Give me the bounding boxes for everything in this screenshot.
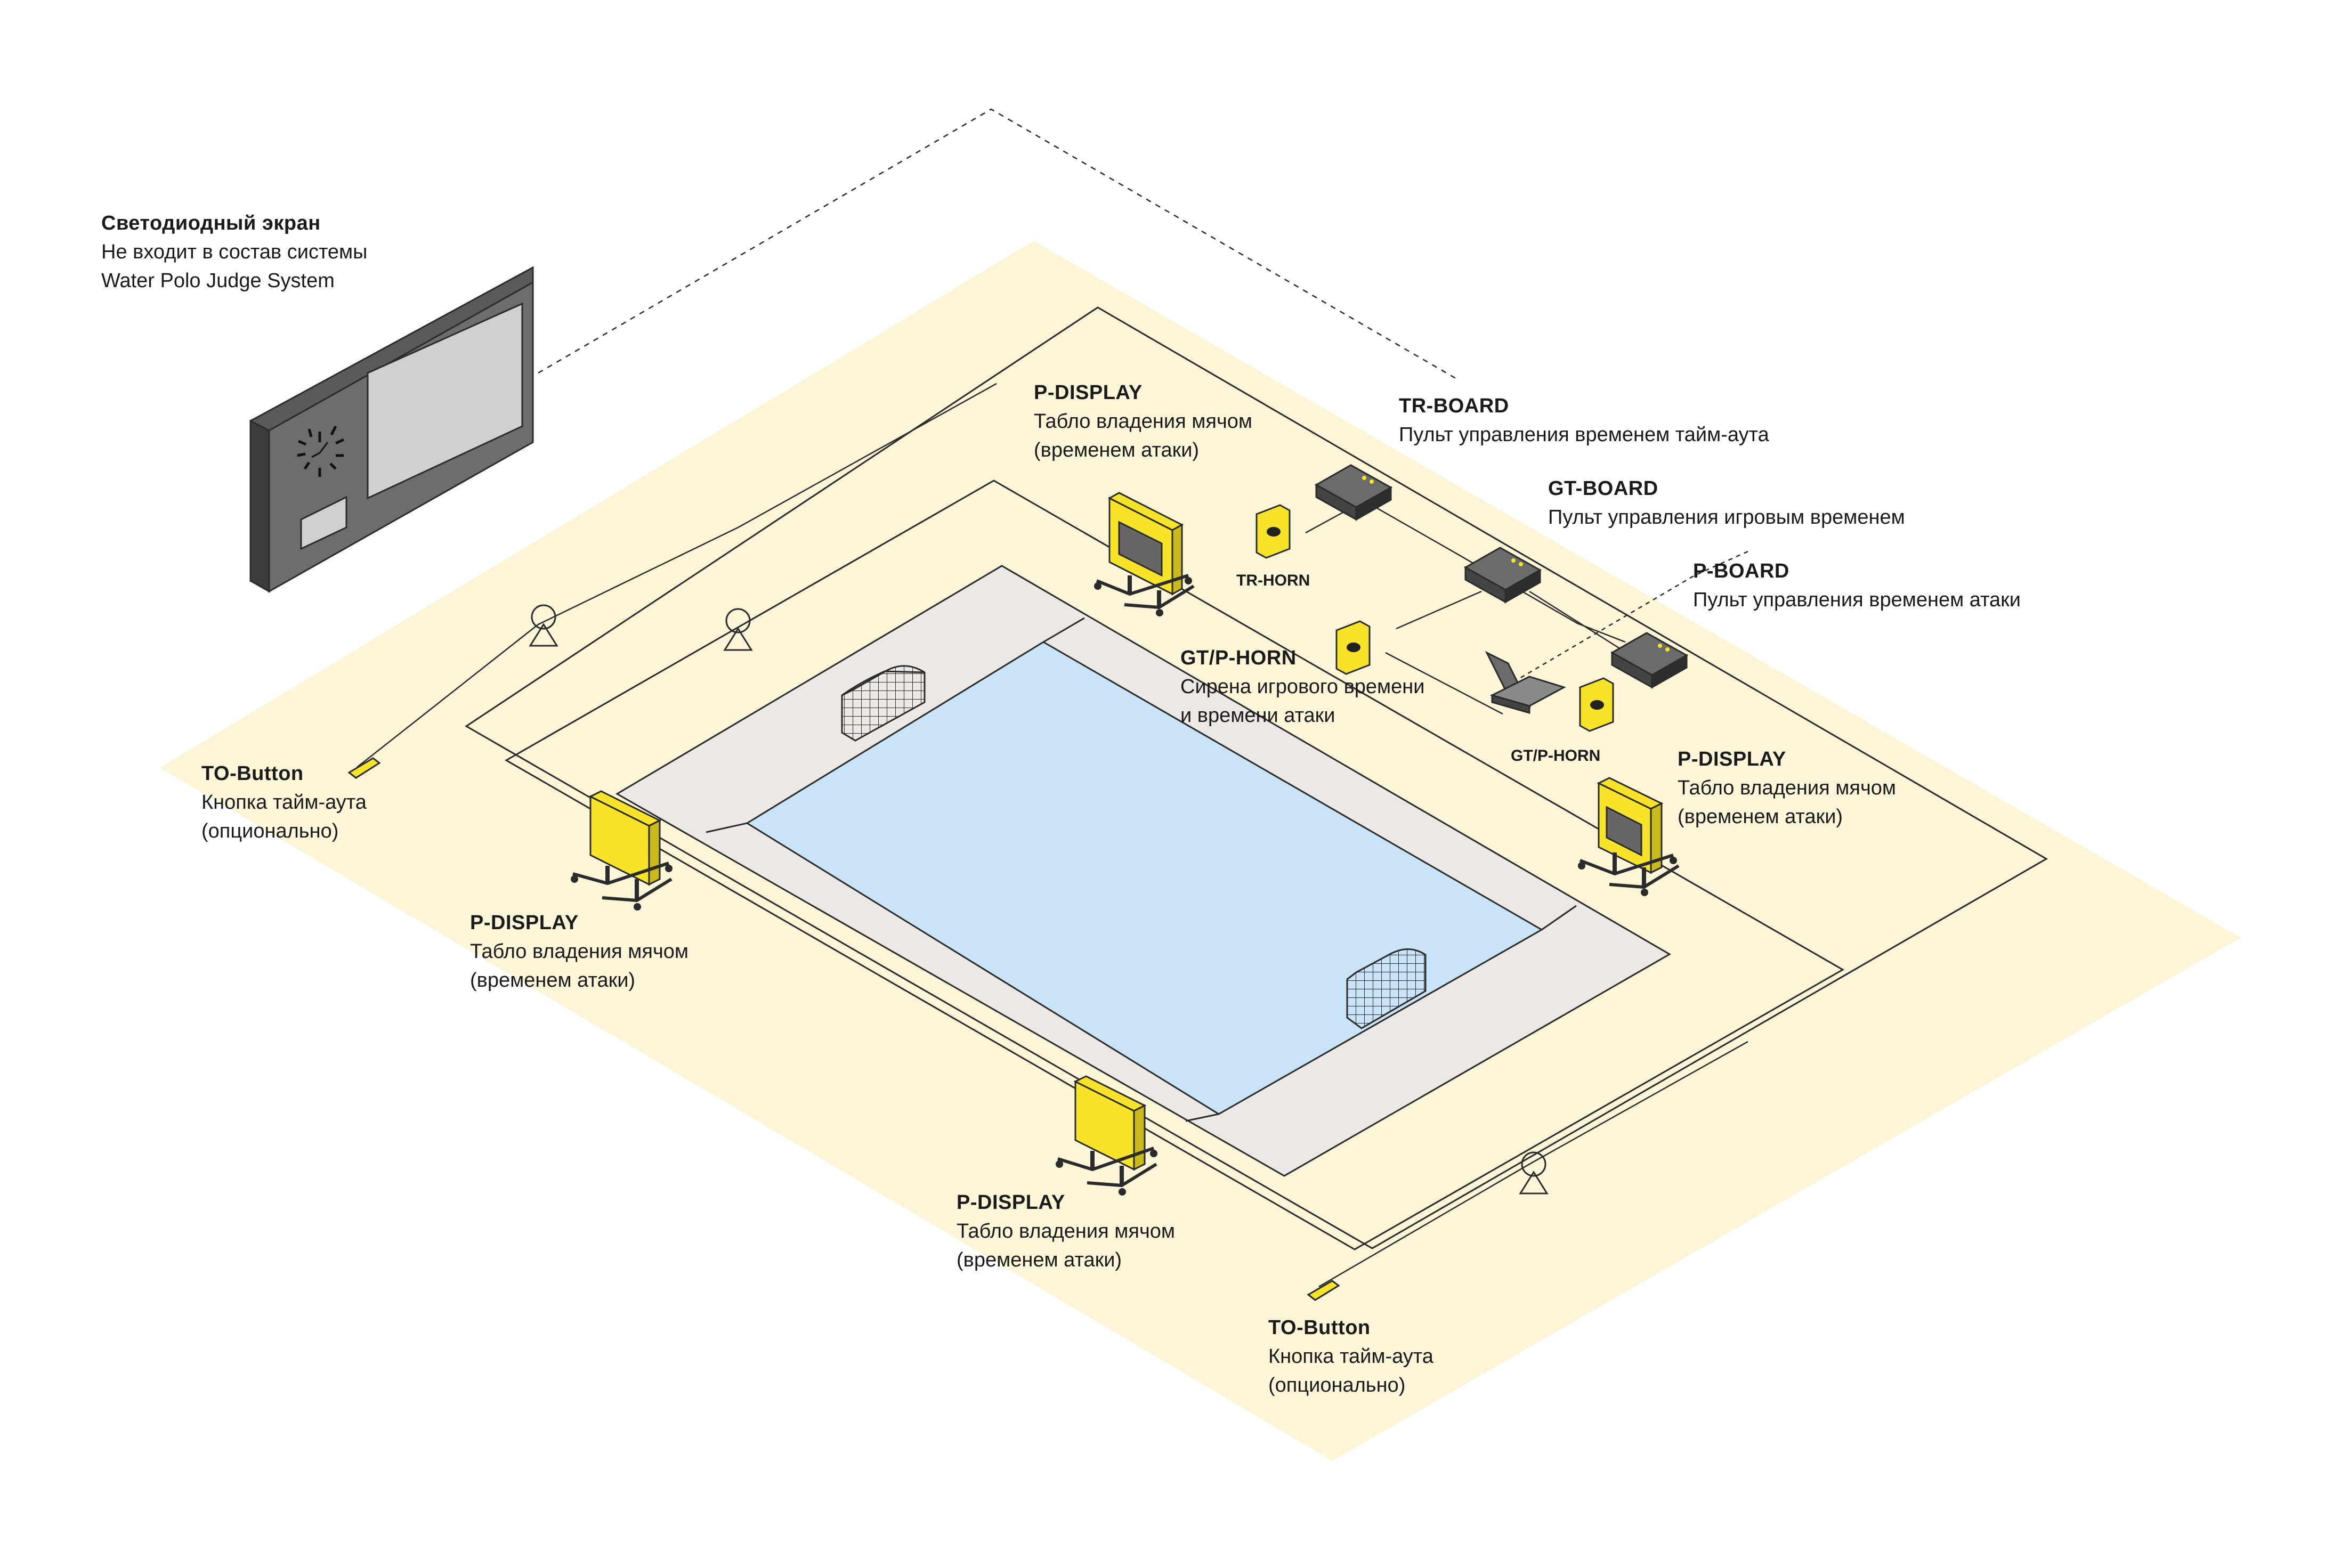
label-text: Пульт управления игровым временем — [1548, 506, 1905, 529]
clock-icon — [297, 425, 345, 477]
cable-pulley — [529, 604, 1549, 1195]
outer-boundary — [465, 306, 2048, 1249]
goal-net-right — [1346, 948, 1427, 1029]
label-gt-board: GT-BOARD Пульт управления игровым времен… — [1548, 474, 1905, 532]
label-text: Кнопка тайм-аута — [201, 791, 367, 814]
label-gtp-horn-small: GT/P-HORN — [1511, 747, 1601, 765]
p-board-device — [1610, 632, 1689, 689]
label-text: (временем атаки) — [1678, 806, 1843, 828]
label-text: Пульт управления временем атаки — [1693, 589, 2021, 611]
deck-line — [1185, 1113, 1219, 1122]
label-text: Табло владения мячом — [957, 1220, 1176, 1242]
label-p-board: P-BOARD Пульт управления временем атаки — [1693, 557, 2021, 614]
label-title: P-DISPLAY — [1034, 381, 1143, 404]
label-title: P-DISPLAY — [1678, 748, 1786, 770]
deck-line — [1541, 905, 1577, 931]
to-button-bottom — [1307, 1280, 1340, 1301]
gt-board-device — [1463, 547, 1542, 604]
device-cables — [1385, 652, 1503, 715]
cable-to-left — [357, 383, 997, 768]
p-display-top — [1094, 492, 1195, 616]
label-gtp-horn-main: GT/P-HORN Сирена игрового времени и врем… — [1180, 644, 1425, 730]
label-text: Пульт управления временем тайм-аута — [1399, 424, 1769, 446]
label-p-display-left: P-DISPLAY Табло владения мячом (временем… — [470, 908, 688, 995]
goal-net-left — [841, 665, 926, 742]
inner-boundary — [504, 480, 1845, 1250]
p-display-left — [571, 790, 673, 911]
cable-to-bottom — [1318, 1041, 1748, 1288]
label-tr-horn: TR-HORN — [1236, 572, 1310, 589]
label-text: Табло владения мячом — [1678, 777, 1897, 799]
label-title: Светодиодный экран — [101, 212, 321, 234]
label-text: Кнопка тайм-аута — [1268, 1345, 1433, 1368]
deck-line — [1043, 617, 1085, 643]
label-to-button-left: TO-Button Кнопка тайм-аута (опционально) — [201, 759, 367, 846]
label-led-screen: Светодиодный экран Не входит в состав си… — [101, 209, 368, 295]
label-text: (опционально) — [201, 820, 339, 842]
label-text: Water Polo Judge System — [101, 270, 335, 292]
label-p-display-top: P-DISPLAY Табло владения мячом (временем… — [1034, 378, 1252, 465]
device-cables — [1529, 590, 1631, 656]
label-text: Сирена игрового времени — [1180, 676, 1425, 698]
laptop-dashed — [1513, 550, 1748, 683]
laptop-icon — [1485, 651, 1566, 714]
label-text: (временем атаки) — [957, 1249, 1122, 1271]
gtp-horn-small-device — [1579, 677, 1614, 732]
label-text: (временем атаки) — [470, 969, 636, 992]
gtp-horn-main-device — [1335, 620, 1371, 675]
to-button-left — [347, 757, 381, 779]
led-connection-dashed — [538, 108, 1458, 380]
label-text: (опционально) — [1268, 1374, 1406, 1396]
label-text: и времени атаки — [1180, 704, 1335, 727]
deck-line — [706, 822, 748, 833]
label-title: TO-Button — [1268, 1317, 1371, 1339]
p-display-right — [1578, 777, 1680, 896]
label-tr-board: TR-BOARD Пульт управления временем тайм-… — [1399, 392, 1769, 449]
label-p-display-bottom: P-DISPLAY Табло владения мячом (временем… — [957, 1188, 1175, 1274]
label-title: GT-BOARD — [1548, 477, 1658, 500]
label-text: Табло владения мячом — [470, 940, 689, 963]
label-to-button-bottom: TO-Button Кнопка тайм-аута (опционально) — [1268, 1313, 1433, 1400]
label-title: TO-Button — [201, 762, 304, 785]
led-screen — [249, 266, 534, 593]
device-cables — [1396, 590, 1482, 630]
label-title: TR-BOARD — [1399, 395, 1509, 417]
label-text: (временем атаки) — [1034, 439, 1200, 461]
p-display-bottom — [1056, 1075, 1157, 1196]
label-title: P-DISPLAY — [470, 912, 579, 934]
label-text: Табло владения мячом — [1034, 410, 1253, 433]
label-title: P-BOARD — [1693, 560, 1789, 582]
label-text: Не входит в состав системы — [101, 241, 368, 263]
tr-board-device — [1314, 464, 1393, 521]
tr-horn-device — [1255, 504, 1291, 559]
label-title: P-DISPLAY — [957, 1191, 1065, 1214]
label-title: GT/P-HORN — [1180, 647, 1297, 669]
label-p-display-right: P-DISPLAY Табло владения мячом (временем… — [1678, 745, 1896, 831]
